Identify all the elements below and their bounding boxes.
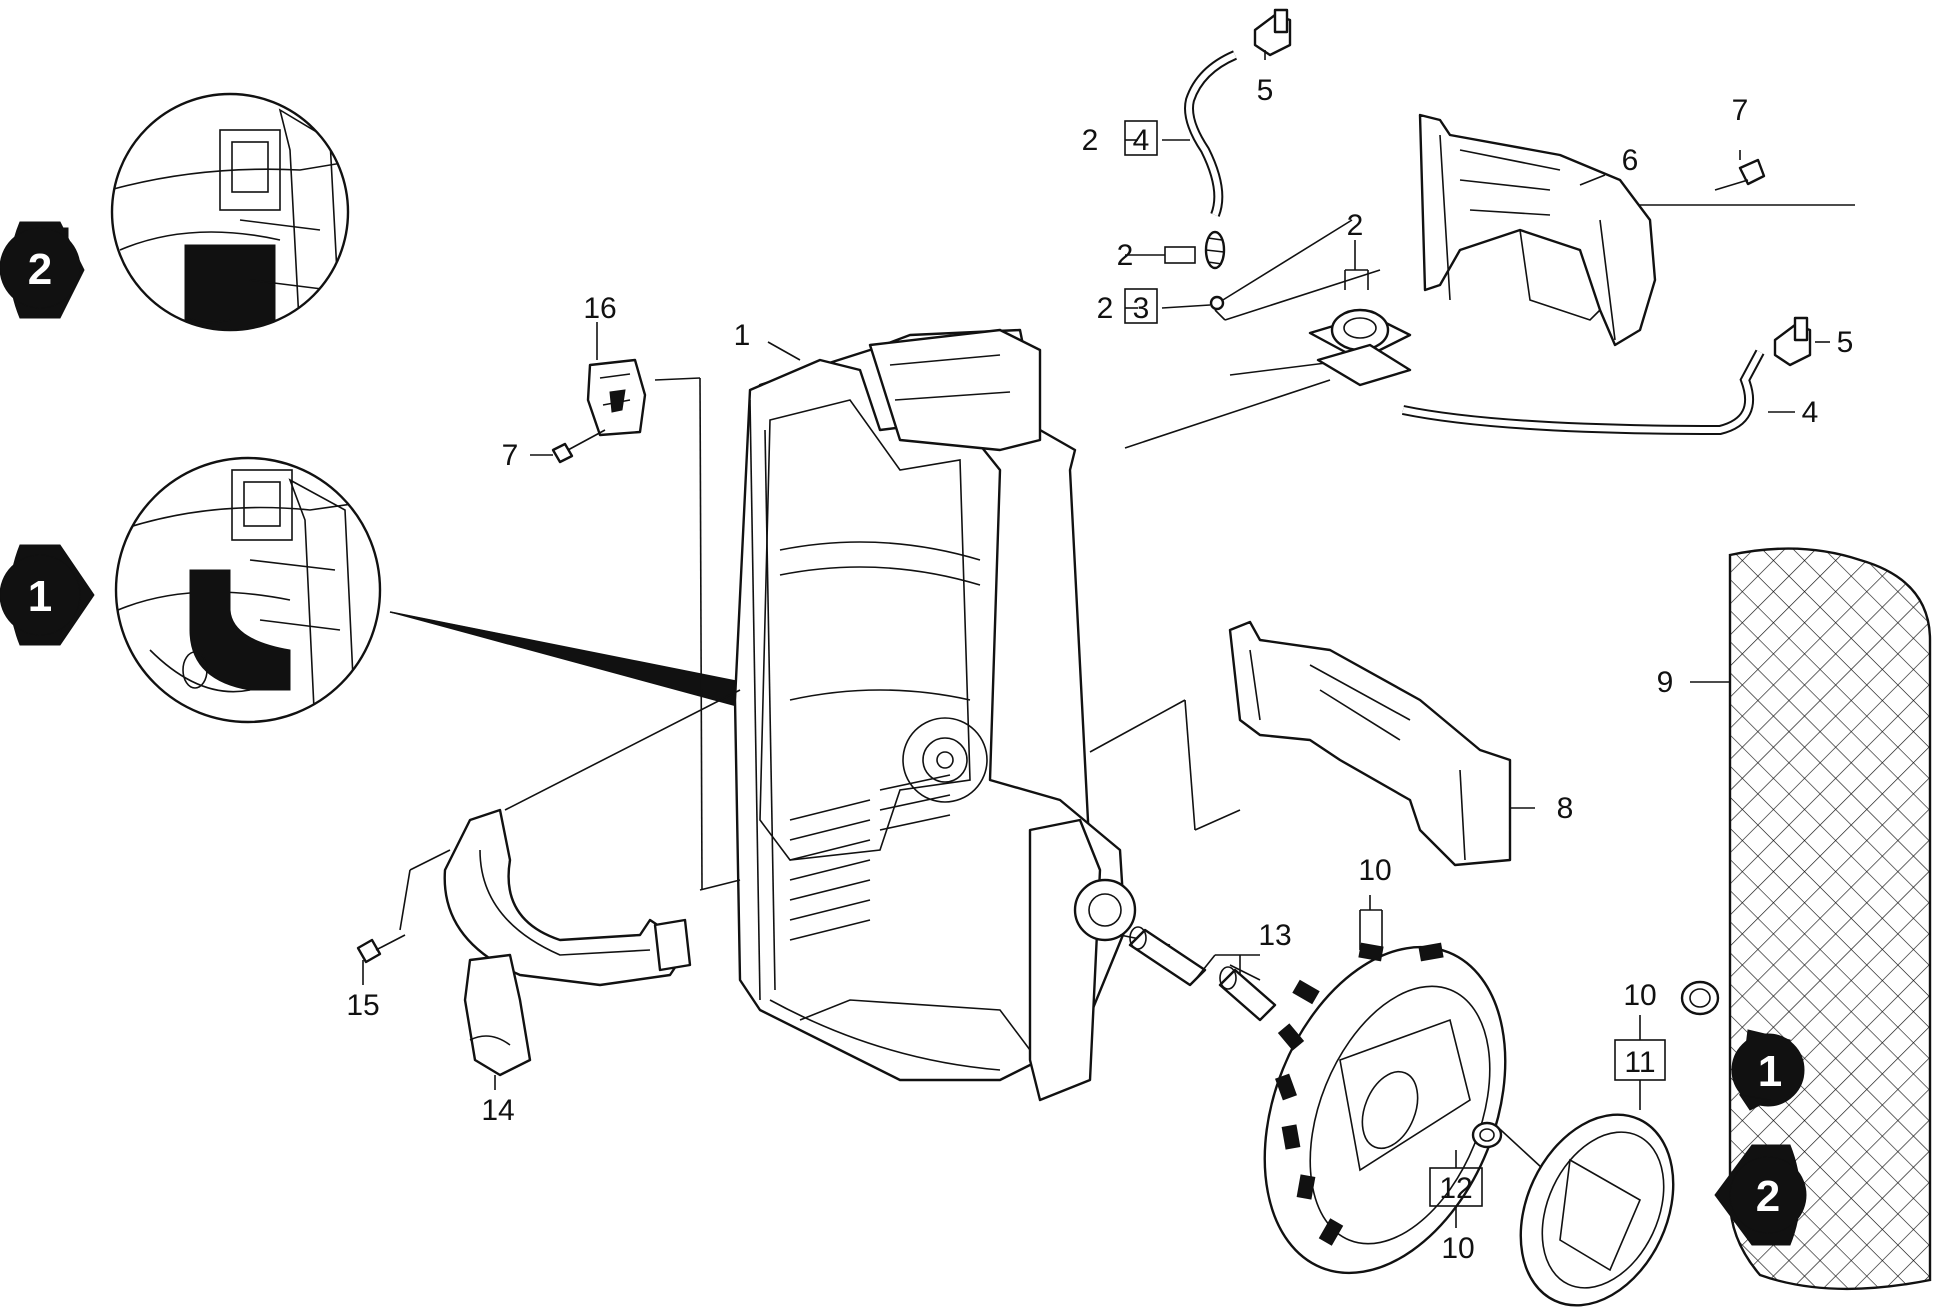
callout-2-spring: 2: [1117, 239, 1134, 272]
view-badge-1-left: 1: [0, 544, 95, 646]
callout-3: 3: [1133, 292, 1150, 325]
part-11-hub-cap: [1519, 1113, 1675, 1307]
detail-view-2-circle: [110, 92, 350, 332]
view-badge-1-right: 1: [1731, 1029, 1805, 1111]
view-badge-1-left-number: 1: [28, 572, 52, 621]
part-10-wheel: [1263, 942, 1507, 1275]
callout-8: 8: [1557, 792, 1574, 825]
part-8-rear-cover: [1228, 620, 1512, 867]
part-7-screw-right: [1714, 158, 1766, 191]
callout-leaders: [362, 50, 1830, 1228]
view-badge-2-right: 2: [1714, 1144, 1807, 1246]
part-16-clip: [586, 358, 647, 437]
callout-5-top: 5: [1257, 74, 1274, 107]
part-6-cover: [1418, 113, 1657, 347]
callout-2-ring: 2: [1097, 292, 1114, 325]
housing-vent-slots: [789, 774, 951, 941]
part-12-bushing: [1471, 1121, 1503, 1149]
callout-14: 14: [481, 1094, 514, 1127]
view-badge-1-right-number: 1: [1758, 1047, 1782, 1096]
callout-5-right: 5: [1837, 326, 1854, 359]
part-5-fitting-upper: [1253, 8, 1292, 57]
callout-4-top: 4: [1133, 124, 1150, 157]
main-housing: [733, 328, 1137, 1102]
view-badge-2-left: 2: [0, 221, 85, 319]
part-4-hose-lower: [1401, 349, 1765, 436]
callout-15: 15: [346, 989, 379, 1022]
assembly-lines: [399, 204, 1855, 1181]
callout-10-wheel: 10: [1358, 854, 1391, 887]
part-2-connector-flange: [1308, 308, 1412, 387]
part-7-screw-left: [551, 429, 606, 464]
callout-13: 13: [1258, 919, 1291, 952]
callout-2-flange: 2: [1347, 209, 1364, 242]
callout-7-right: 7: [1732, 94, 1749, 127]
view-badge-2-left-number: 2: [28, 245, 52, 294]
callout-4-right: 4: [1802, 396, 1819, 429]
part-13-axle: [1128, 926, 1277, 1022]
part-14-hose-holder: [443, 808, 692, 1077]
callout-11: 11: [1624, 1046, 1655, 1079]
callout-7-left: 7: [502, 439, 519, 472]
wheel-tread-blocks: [1275, 942, 1444, 1246]
callout-10-bushing: 10: [1441, 1232, 1474, 1265]
part-3-o-ring: [1209, 295, 1225, 311]
callout-1: 1: [734, 319, 751, 352]
callout-labels: 1 5 2 4 2 2 3 2 6 7 5 4 9 8 16 7 10 13 1…: [346, 74, 1853, 1265]
plug-cap: [1680, 980, 1720, 1016]
callout-2-hose: 2: [1082, 124, 1099, 157]
part-15-screw: [356, 934, 406, 964]
part-2-spring: [1204, 230, 1226, 270]
callout-9: 9: [1657, 666, 1674, 699]
part-5-fitting-lower: [1773, 316, 1812, 367]
callout-16: 16: [583, 292, 616, 325]
callout-12: 12: [1439, 1172, 1472, 1205]
callout-6: 6: [1622, 144, 1639, 177]
part-4-hose-upper: [1184, 50, 1238, 217]
detail-view-1-circle: [114, 456, 382, 724]
view-badge-2-right-number: 2: [1756, 1172, 1780, 1221]
callout-10-cap: 10: [1623, 979, 1656, 1012]
